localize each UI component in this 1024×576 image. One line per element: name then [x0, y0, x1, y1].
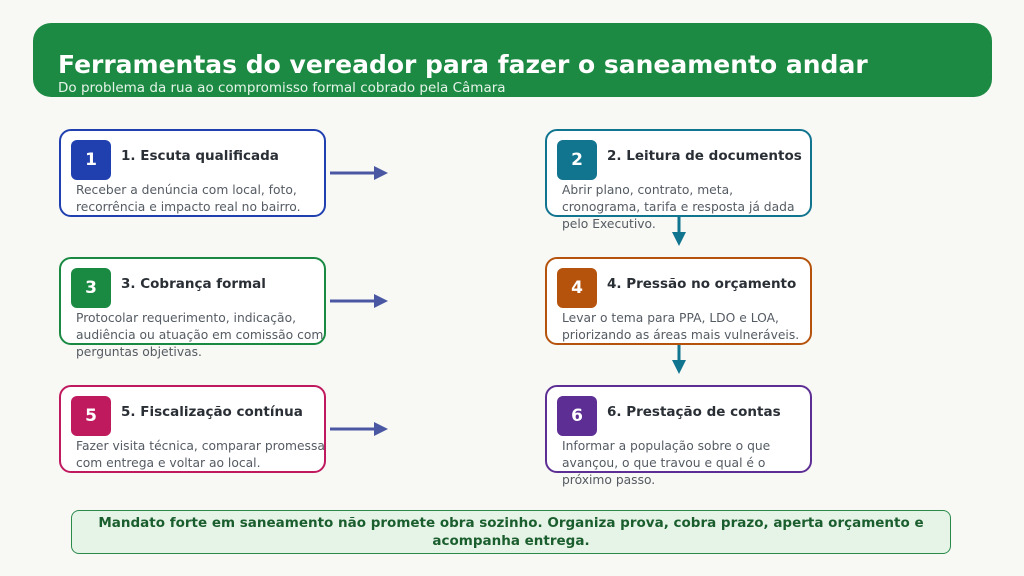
step-number-badge: 1	[71, 140, 111, 180]
step-description: Levar o tema para PPA, LDO e LOA, priori…	[562, 311, 800, 342]
step-card-4: 4 4. Pressão no orçamento Levar o tema p…	[545, 257, 812, 345]
step-number-badge: 4	[557, 268, 597, 308]
header-banner: Ferramentas do vereador para fazer o san…	[33, 23, 992, 97]
step-card-1: 1 1. Escuta qualificada Receber a denúnc…	[59, 129, 326, 217]
step-title: 1. Escuta qualificada	[121, 148, 279, 164]
step-title: 6. Prestação de contas	[607, 404, 781, 420]
step-description: Informar a população sobre o que avançou…	[562, 439, 771, 487]
arrow-right-icon	[330, 294, 388, 308]
step-card-3: 3 3. Cobrança formal Protocolar requerim…	[59, 257, 326, 359]
step-title: 3. Cobrança formal	[121, 276, 266, 292]
step-description: Fazer visita técnica, comparar promessa …	[76, 439, 325, 470]
footer-message: Mandato forte em saneamento não promete …	[71, 510, 951, 554]
step-description: Protocolar requerimento, indicação, audi…	[76, 311, 324, 359]
step-title: 2. Leitura de documentos	[607, 148, 802, 164]
step-title: 5. Fiscalização contínua	[121, 404, 303, 420]
page-title: Ferramentas do vereador para fazer o san…	[58, 50, 868, 79]
arrow-down-icon	[672, 217, 686, 246]
step-number-badge: 3	[71, 268, 111, 308]
page-subtitle: Do problema da rua ao compromisso formal…	[58, 80, 506, 96]
step-card-6: 6 6. Prestação de contas Informar a popu…	[545, 385, 812, 487]
arrow-down-icon	[672, 345, 686, 374]
step-card-5: 5 5. Fiscalização contínua Fazer visita …	[59, 385, 326, 473]
arrow-right-icon	[330, 422, 388, 436]
step-description: Receber a denúncia com local, foto, reco…	[76, 183, 301, 214]
step-number-badge: 6	[557, 396, 597, 436]
step-card-2: 2 2. Leitura de documentos Abrir plano, …	[545, 129, 812, 231]
step-title: 4. Pressão no orçamento	[607, 276, 797, 292]
step-description: Abrir plano, contrato, meta, cronograma,…	[562, 183, 795, 231]
arrow-right-icon	[330, 166, 388, 180]
step-number-badge: 2	[557, 140, 597, 180]
step-number-badge: 5	[71, 396, 111, 436]
